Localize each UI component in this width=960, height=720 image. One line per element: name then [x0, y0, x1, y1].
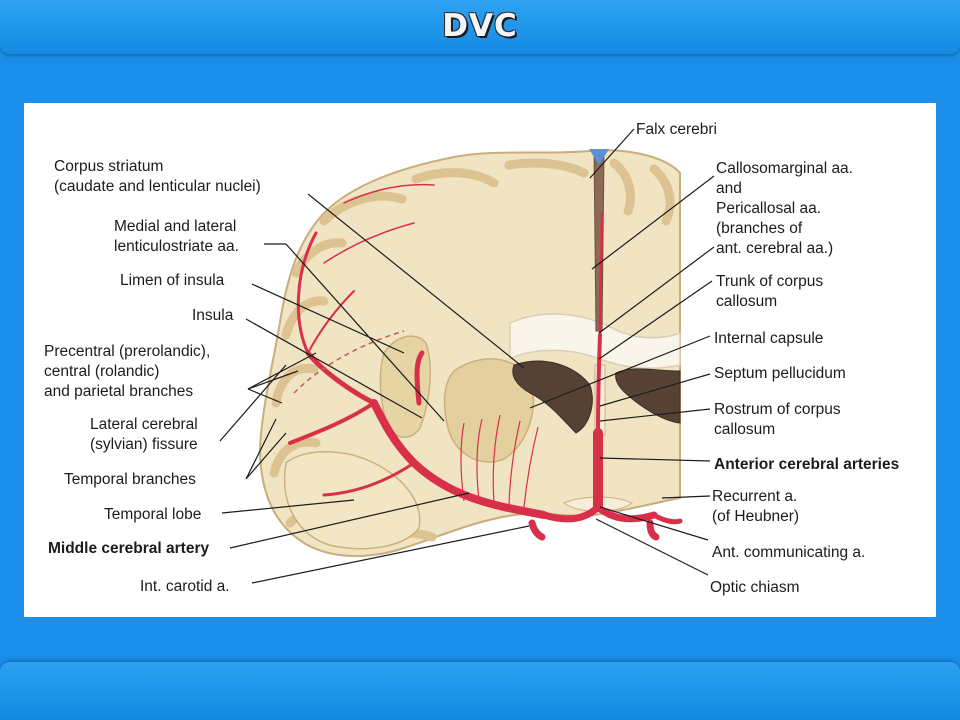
label-line: Middle cerebral artery	[48, 540, 209, 557]
label-line: Limen of insula	[120, 272, 225, 289]
label-line: callosum	[716, 293, 777, 310]
label-line: Insula	[192, 307, 234, 324]
label-line: central (rolandic)	[44, 363, 159, 380]
label-line: Rostrum of corpus	[714, 401, 841, 418]
label-temporal-branches: Temporal branches	[64, 471, 196, 488]
middle-cerebral-artery-trunk	[370, 399, 548, 519]
label-rostrum-corpus-callosum: Rostrum of corpus callosum	[714, 401, 841, 438]
label-line: Septum pellucidum	[714, 365, 846, 382]
brain-coronal-section-illustration: Corpus striatum (caudate and lenticular n…	[44, 121, 899, 596]
lenticular-nucleus	[443, 358, 535, 463]
label-line: Int. carotid a.	[140, 578, 230, 595]
label-insula: Insula	[192, 307, 234, 324]
slide-header-bar	[0, 0, 960, 54]
label-internal-capsule: Internal capsule	[714, 330, 823, 347]
label-temporal-lobe: Temporal lobe	[104, 506, 201, 523]
left-labels: Corpus striatum (caudate and lenticular n…	[44, 158, 261, 595]
corpus-callosum	[509, 313, 681, 369]
label-int-carotid: Int. carotid a.	[140, 578, 230, 595]
label-optic-chiasm: Optic chiasm	[710, 579, 800, 596]
label-precentral-branches: Precentral (prerolandic), central (roland…	[44, 343, 210, 400]
lateral-ventricle	[512, 360, 593, 434]
label-ant-communicating: Ant. communicating a.	[712, 544, 865, 561]
label-line: Falx cerebri	[636, 121, 717, 138]
label-line: callosum	[714, 421, 775, 438]
label-line: (caudate and lenticular nuclei)	[54, 178, 261, 195]
slide-footer-bar	[0, 662, 960, 720]
label-line: Anterior cerebral arteries	[714, 456, 899, 473]
label-line: (sylvian) fissure	[90, 436, 198, 453]
slide-title: DVC	[442, 8, 518, 44]
diagram-panel: Corpus striatum (caudate and lenticular n…	[24, 103, 936, 617]
label-line: Temporal lobe	[104, 506, 201, 523]
superior-sagittal-sinus	[589, 149, 609, 165]
label-limen-of-insula: Limen of insula	[120, 272, 225, 289]
label-septum-pellucidum: Septum pellucidum	[714, 365, 846, 382]
label-line: Optic chiasm	[710, 579, 800, 596]
label-line: Medial and lateral	[114, 218, 236, 235]
label-line: Precentral (prerolandic),	[44, 343, 210, 360]
label-line: and parietal branches	[44, 383, 193, 400]
label-line: Recurrent a.	[712, 488, 797, 505]
label-line: and	[716, 180, 742, 197]
label-line: Trunk of corpus	[716, 273, 823, 290]
label-middle-cerebral-artery: Middle cerebral artery	[48, 540, 209, 557]
label-line: Temporal branches	[64, 471, 196, 488]
label-anterior-cerebral-arteries: Anterior cerebral arteries	[714, 456, 899, 473]
lenticulostriate-branches	[460, 414, 539, 508]
label-corpus-striatum: Corpus striatum (caudate and lenticular n…	[54, 158, 261, 195]
label-lateral-cerebral-fissure: Lateral cerebral (sylvian) fissure	[90, 416, 198, 453]
label-medial-lateral-lenticulostriate: Medial and lateral lenticulostriate aa.	[114, 218, 239, 255]
label-line: Pericallosal aa.	[716, 200, 821, 217]
label-line: Lateral cerebral	[90, 416, 198, 433]
leader-lines	[219, 128, 715, 584]
label-line: (branches of	[716, 220, 803, 237]
label-falx-cerebri: Falx cerebri	[636, 121, 717, 138]
label-recurrent-artery: Recurrent a. (of Heubner)	[712, 488, 799, 525]
label-line: Corpus striatum	[54, 158, 163, 175]
label-line: ant. cerebral aa.)	[716, 240, 833, 257]
label-line: Ant. communicating a.	[712, 544, 865, 561]
sylvian-fissure-dashed	[293, 330, 405, 394]
label-line: lenticulostriate aa.	[114, 238, 239, 255]
label-line: Internal capsule	[714, 330, 823, 347]
contralateral-ventricle	[615, 368, 681, 424]
label-trunk-corpus-callosum: Trunk of corpus callosum	[716, 273, 823, 310]
label-line: Callosomarginal aa.	[716, 160, 853, 177]
label-line: (of Heubner)	[712, 508, 799, 525]
